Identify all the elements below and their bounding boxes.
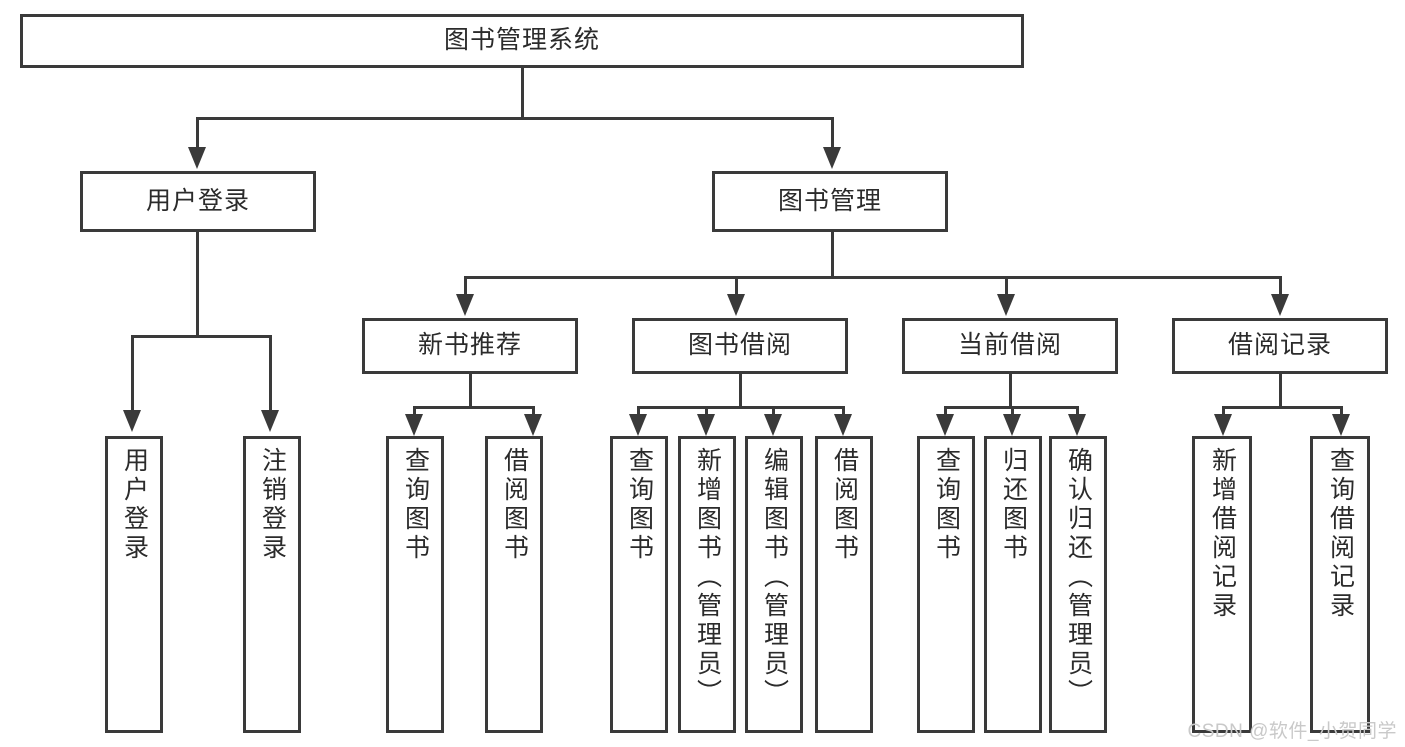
node-leaf-query-book-1[interactable]: 查询图书 [386,436,444,733]
edge-to-leaf-borrow-book-2 [842,406,845,418]
node-book-manage[interactable]: 图书管理 [712,171,948,232]
node-label: 查询借阅记录 [1326,447,1355,621]
node-label: 新增借阅记录 [1208,447,1237,621]
edge-to-leaf-query-book-3 [944,406,947,418]
node-label: 用户登录 [145,186,250,215]
arrowhead-leaf-edit-book [764,414,782,436]
arrowhead-leaf-query-book-2 [629,414,647,436]
node-leaf-user-logout[interactable]: 注销登录 [243,436,301,733]
arrowhead-leaf-user-login [123,410,141,432]
edge-to-leaf-borrow-book-1 [532,406,535,418]
node-label: 用户登录 [120,447,149,563]
arrowhead-leaf-query-book-1 [405,414,423,436]
node-label: 当前借阅 [957,331,1062,360]
edge-borrow-record-bus [1222,406,1343,409]
node-leaf-borrow-book-2[interactable]: 借阅图书 [815,436,873,733]
node-new-book-rec[interactable]: 新书推荐 [362,318,578,374]
node-label: 注销登录 [258,447,287,563]
node-label: 确认归还（管理员） [1064,447,1093,708]
node-label: 借阅图书 [500,447,529,563]
node-label: 图书借阅 [687,331,792,360]
node-book-borrow[interactable]: 图书借阅 [632,318,848,374]
node-current-borrow[interactable]: 当前借阅 [902,318,1118,374]
arrowhead-leaf-add-record [1214,414,1232,436]
edge-new-book-rec-trunk [469,374,472,408]
edge-root-bus [196,117,834,120]
arrowhead-new-book-rec [456,294,474,316]
edge-book-borrow-bus [637,406,845,409]
node-borrow-record[interactable]: 借阅记录 [1172,318,1388,374]
edge-to-leaf-query-book-2 [637,406,640,418]
arrowhead-leaf-return-book [1003,414,1021,436]
arrowhead-leaf-user-logout [261,410,279,432]
edge-to-borrow-record [1279,276,1282,296]
edge-to-new-book-rec [464,276,467,296]
edge-root-trunk [521,68,524,119]
arrowhead-leaf-add-book [697,414,715,436]
node-leaf-return-book[interactable]: 归还图书 [984,436,1042,733]
edge-root-to-book-manage [831,117,834,149]
node-label: 新增图书（管理员） [693,447,722,708]
edge-borrow-record-trunk [1279,374,1282,408]
node-label: 借阅记录 [1227,331,1332,360]
node-leaf-query-record[interactable]: 查询借阅记录 [1310,436,1370,733]
node-leaf-confirm-return[interactable]: 确认归还（管理员） [1049,436,1107,733]
arrowhead-leaf-borrow-book-2 [834,414,852,436]
node-leaf-query-book-3[interactable]: 查询图书 [917,436,975,733]
arrowhead-current-borrow [997,294,1015,316]
edge-to-leaf-user-login [131,335,134,412]
node-label: 图书管理系统 [443,26,600,55]
arrowhead-leaf-query-book-3 [936,414,954,436]
edge-to-leaf-user-logout [269,335,272,412]
edge-to-leaf-edit-book [772,406,775,418]
arrowhead-book-manage [823,147,841,169]
node-label: 查询图书 [932,447,961,563]
node-label: 编辑图书（管理员） [760,447,789,708]
edge-book-manage-bus [464,276,1282,279]
node-label: 查询图书 [625,447,654,563]
edge-to-leaf-add-book [705,406,708,418]
edge-book-manage-trunk [831,232,834,278]
edge-to-leaf-return-book [1011,406,1014,418]
node-label: 借阅图书 [830,447,859,563]
node-user-login[interactable]: 用户登录 [80,171,316,232]
edge-root-to-user-login [196,117,199,149]
arrowhead-leaf-confirm-return [1068,414,1086,436]
arrowhead-borrow-record [1271,294,1289,316]
edge-to-current-borrow [1005,276,1008,296]
node-leaf-query-book-2[interactable]: 查询图书 [610,436,668,733]
edge-new-book-rec-bus [413,406,535,409]
edge-current-borrow-trunk [1009,374,1012,408]
node-label: 归还图书 [999,447,1028,563]
node-leaf-edit-book[interactable]: 编辑图书（管理员） [745,436,803,733]
node-root-book-management-system[interactable]: 图书管理系统 [20,14,1024,68]
edge-user-login-bus [131,335,271,338]
arrowhead-leaf-borrow-book-1 [524,414,542,436]
node-leaf-add-book[interactable]: 新增图书（管理员） [678,436,736,733]
node-leaf-user-login[interactable]: 用户登录 [105,436,163,733]
node-label: 图书管理 [777,186,882,215]
arrowhead-book-borrow [727,294,745,316]
edge-book-borrow-trunk [739,374,742,408]
edge-to-leaf-query-book-1 [413,406,416,418]
edge-to-leaf-add-record [1222,406,1225,418]
csdn-watermark: CSDN @软件_小贺同学 [1187,721,1397,742]
node-leaf-add-record[interactable]: 新增借阅记录 [1192,436,1252,733]
edge-user-login-trunk [196,232,199,338]
arrowhead-leaf-query-record [1332,414,1350,436]
node-label: 新书推荐 [417,331,522,360]
node-label: 查询图书 [401,447,430,563]
edge-to-leaf-query-record [1340,406,1343,418]
edge-to-leaf-confirm-return [1076,406,1079,418]
edge-to-book-borrow [735,276,738,296]
node-leaf-borrow-book-1[interactable]: 借阅图书 [485,436,543,733]
arrowhead-user-login [188,147,206,169]
